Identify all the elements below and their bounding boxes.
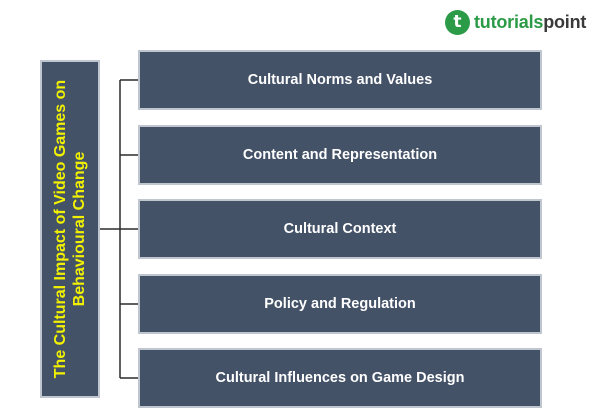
branch-label: Cultural Context (283, 221, 397, 237)
branch-box-policy-regulation: Policy and Regulation (138, 274, 542, 334)
logo-text-tutorials: tutorials (474, 11, 544, 32)
branch-label: Policy and Regulation (264, 296, 416, 312)
logo-text: tutorialspoint (474, 12, 586, 33)
branch-label: Cultural Influences on Game Design (215, 370, 465, 386)
logo-mark-icon: t (445, 9, 470, 35)
branch-box-cultural-norms: Cultural Norms and Values (138, 50, 542, 110)
branch-label: Cultural Norms and Values (247, 72, 433, 88)
tutorialspoint-logo: t tutorialspoint (445, 9, 586, 35)
central-topic-label: The Cultural Impact of Video Games on Be… (52, 79, 88, 379)
logo-text-point: point (543, 11, 587, 32)
branch-label: Content and Representation (242, 147, 438, 163)
branch-box-game-design: Cultural Influences on Game Design (138, 348, 542, 408)
branch-box-content-representation: Content and Representation (138, 125, 542, 185)
branch-box-cultural-context: Cultural Context (138, 199, 542, 259)
central-topic-box: The Cultural Impact of Video Games on Be… (40, 60, 100, 398)
